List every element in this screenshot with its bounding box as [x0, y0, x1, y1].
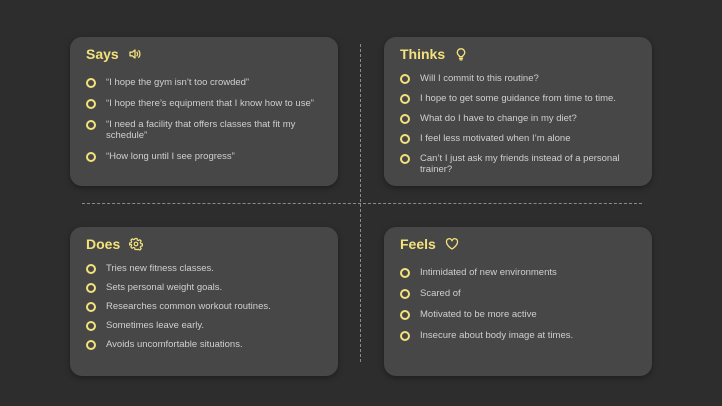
- list-item-text: Tries new fitness classes.: [106, 263, 214, 274]
- list-item-text: What do I have to change in my diet?: [420, 113, 577, 124]
- says-list: “I hope the gym isn’t too crowded” “I ho…: [86, 77, 326, 172]
- list-item: Intimidated of new environments: [400, 267, 640, 278]
- list-item-text: Avoids uncomfortable situations.: [106, 339, 243, 350]
- does-card: Does Tries new fitness classes. Sets per…: [70, 227, 338, 376]
- does-header: Does: [86, 236, 144, 252]
- heart-icon: [445, 237, 459, 251]
- list-item-text: Motivated to be more active: [420, 309, 537, 320]
- list-item-text: Researches common workout routines.: [106, 301, 271, 312]
- list-item-text: “I need a facility that offers classes t…: [106, 119, 296, 141]
- horizontal-divider: [82, 203, 642, 204]
- bullet-icon: [86, 264, 96, 274]
- list-item: “I hope there’s equipment that I know ho…: [86, 98, 326, 109]
- feels-header: Feels: [400, 236, 459, 252]
- list-item-text: Intimidated of new environments: [420, 267, 557, 278]
- lightbulb-icon: [454, 47, 468, 61]
- list-item: Will I commit to this routine?: [400, 73, 640, 84]
- bullet-icon: [400, 94, 410, 104]
- list-item-text: I hope to get some guidance from time to…: [420, 93, 616, 104]
- list-item-text: Insecure about body image at times.: [420, 330, 574, 341]
- speaker-icon: [128, 47, 142, 61]
- list-item: Sometimes leave early.: [86, 320, 326, 331]
- list-item: “I need a facility that offers classes t…: [86, 119, 326, 141]
- list-item-text: Sometimes leave early.: [106, 320, 205, 331]
- thinks-title: Thinks: [400, 46, 446, 62]
- does-list: Tries new fitness classes. Sets personal…: [86, 263, 326, 358]
- list-item: I hope to get some guidance from time to…: [400, 93, 640, 104]
- list-item-text: Scared of: [420, 288, 461, 299]
- bullet-icon: [86, 152, 96, 162]
- bullet-icon: [86, 99, 96, 109]
- list-item-text: “I hope there’s equipment that I know ho…: [106, 98, 314, 109]
- bullet-icon: [400, 134, 410, 144]
- list-item: Researches common workout routines.: [86, 301, 326, 312]
- bullet-icon: [86, 120, 96, 130]
- bullet-icon: [86, 302, 96, 312]
- says-title: Says: [86, 46, 119, 62]
- bullet-icon: [86, 321, 96, 331]
- thinks-card: Thinks Will I commit to this routine? I …: [384, 37, 652, 186]
- does-title: Does: [86, 236, 121, 252]
- list-item: Sets personal weight goals.: [86, 282, 326, 293]
- list-item: I feel less motivated when I’m alone: [400, 133, 640, 144]
- feels-title: Feels: [400, 236, 436, 252]
- gear-icon: [129, 237, 144, 251]
- thinks-list: Will I commit to this routine? I hope to…: [400, 73, 640, 184]
- bullet-icon: [400, 154, 410, 164]
- list-item: What do I have to change in my diet?: [400, 113, 640, 124]
- list-item-text: Can’t I just ask my friends instead of a…: [420, 153, 620, 175]
- says-header: Says: [86, 46, 142, 62]
- thinks-header: Thinks: [400, 46, 468, 62]
- list-item-text: “How long until I see progress”: [106, 151, 235, 162]
- list-item-text: Will I commit to this routine?: [420, 73, 539, 84]
- feels-card: Feels Intimidated of new environments Sc…: [384, 227, 652, 376]
- feels-list: Intimidated of new environments Scared o…: [400, 267, 640, 351]
- bullet-icon: [400, 289, 410, 299]
- list-item: Tries new fitness classes.: [86, 263, 326, 274]
- list-item: Can’t I just ask my friends instead of a…: [400, 153, 640, 175]
- says-card: Says “I hope the gym isn’t too crowded” …: [70, 37, 338, 186]
- list-item-text: “I hope the gym isn’t too crowded”: [106, 77, 250, 88]
- bullet-icon: [86, 283, 96, 293]
- list-item: “I hope the gym isn’t too crowded”: [86, 77, 326, 88]
- list-item: Scared of: [400, 288, 640, 299]
- bullet-icon: [400, 114, 410, 124]
- list-item: Motivated to be more active: [400, 309, 640, 320]
- bullet-icon: [86, 78, 96, 88]
- list-item-text: Sets personal weight goals.: [106, 282, 223, 293]
- bullet-icon: [400, 74, 410, 84]
- bullet-icon: [400, 331, 410, 341]
- list-item: “How long until I see progress”: [86, 151, 326, 162]
- list-item: Insecure about body image at times.: [400, 330, 640, 341]
- bullet-icon: [86, 340, 96, 350]
- bullet-icon: [400, 268, 410, 278]
- list-item: Avoids uncomfortable situations.: [86, 339, 326, 350]
- list-item-text: I feel less motivated when I’m alone: [420, 133, 571, 144]
- bullet-icon: [400, 310, 410, 320]
